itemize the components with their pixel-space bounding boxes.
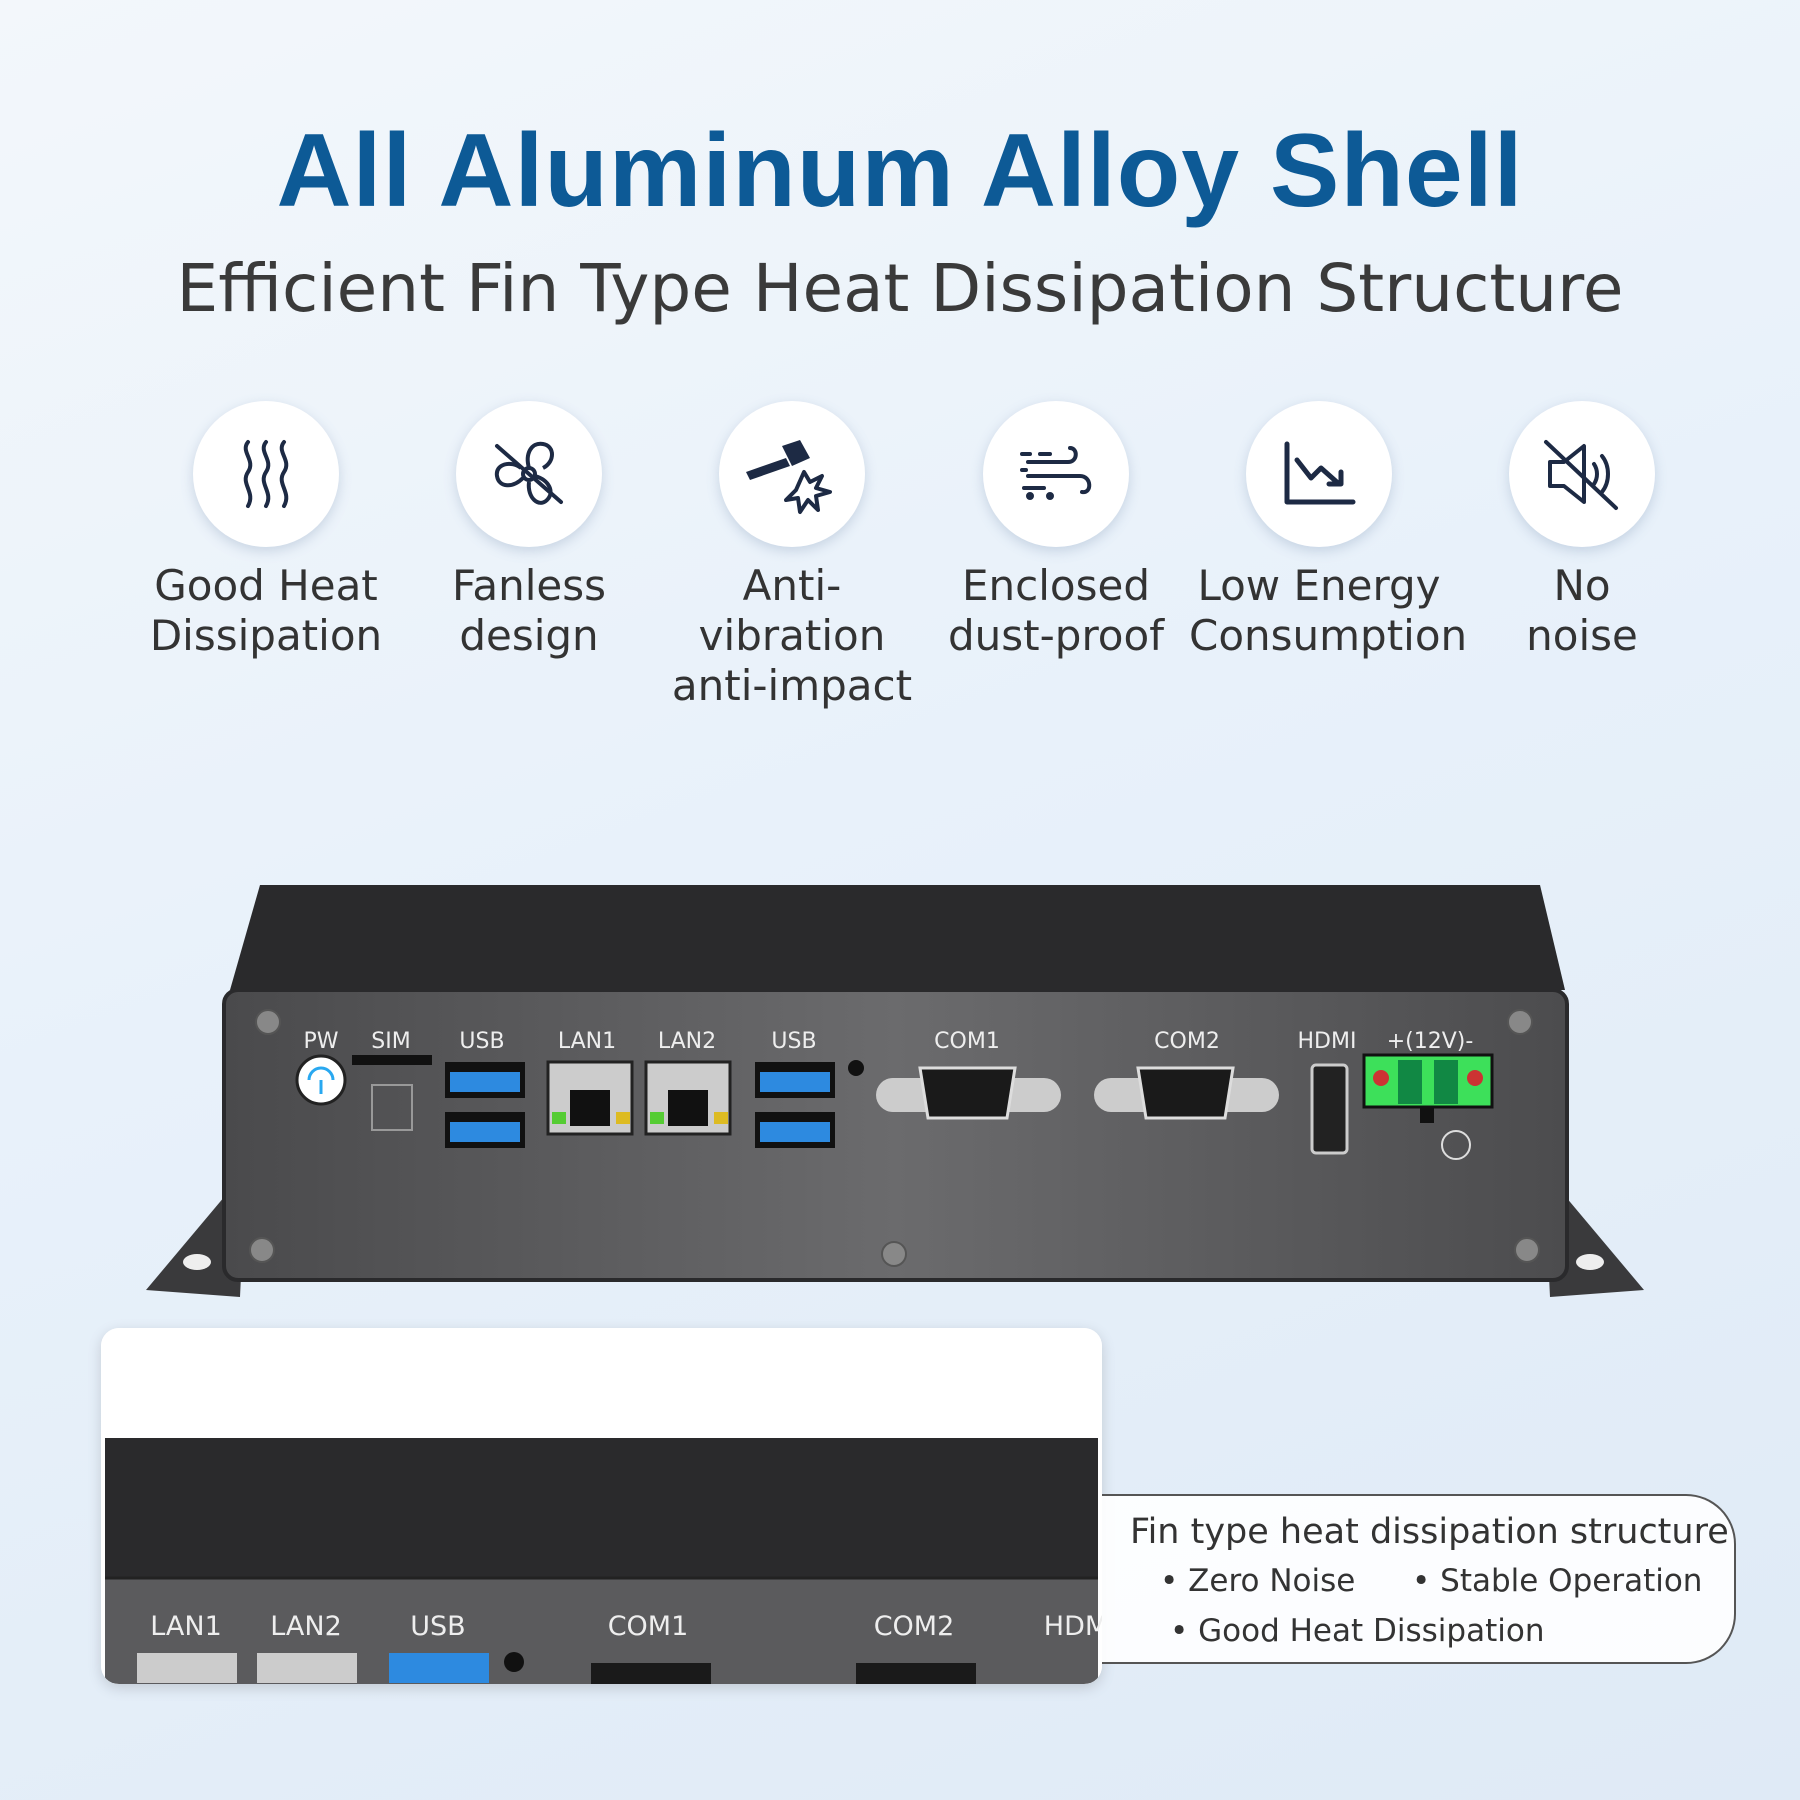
wind-dust-icon <box>1020 446 1092 500</box>
inset-label-lan1: LAN1 <box>150 1611 222 1642</box>
ground-icon <box>1441 1130 1471 1160</box>
port-label-usb: USB <box>459 1029 504 1054</box>
info-bullet: • Zero Noise <box>1160 1563 1356 1599</box>
port-label-hdmi: HDMI <box>1298 1029 1357 1054</box>
feature-label: Good Heat <box>154 561 378 610</box>
mini-pc-illustration: PW SIM USB LAN1 LAN2 USB COM1 COM2 HDMI … <box>146 885 1644 1297</box>
feature-label: No <box>1553 561 1611 610</box>
port-label-power: +(12V)- <box>1387 1029 1474 1054</box>
inset-label-com2: COM2 <box>874 1611 955 1642</box>
port-label-sim: SIM <box>371 1029 410 1054</box>
feature-label: Fanless <box>452 561 606 610</box>
feature-label: Consumption <box>1189 611 1468 660</box>
inset-label-usb: USB <box>410 1611 465 1642</box>
sim-slot <box>352 1055 432 1065</box>
feature-label: Enclosed <box>962 561 1150 610</box>
page-subtitle: Efficient Fin Type Heat Dissipation Stru… <box>176 250 1624 327</box>
feature-label: Anti-vibration <box>698 561 886 660</box>
port-label-usb: USB <box>771 1029 816 1054</box>
feature-label: Low Energy <box>1197 561 1441 610</box>
lan-ports <box>546 1060 732 1136</box>
sim-icon <box>371 1084 413 1131</box>
feature-label: Dissipation <box>149 611 383 660</box>
info-bullet: • Stable Operation <box>1412 1563 1703 1599</box>
chart-down-icon <box>1284 441 1356 505</box>
inset-label-com1: COM1 <box>608 1611 689 1642</box>
info-bullet: • Good Heat Dissipation <box>1170 1613 1545 1649</box>
info-callout: Fin type heat dissipation structure • Ze… <box>1102 1494 1736 1664</box>
inset-label-hdmi: HDM <box>1044 1611 1102 1642</box>
port-label-lan2: LAN2 <box>658 1029 716 1054</box>
mounting-flange-left <box>146 1190 245 1297</box>
fan-crossed-icon <box>494 441 563 505</box>
heatsink-body <box>230 885 1565 990</box>
mounting-flange-right <box>1545 1190 1644 1297</box>
power-terminal <box>1362 1053 1494 1123</box>
heat-waves-icon <box>243 440 289 508</box>
feature-label: dust-proof <box>948 611 1164 660</box>
port-label-pw: PW <box>303 1029 338 1054</box>
feature-label: anti-impact <box>671 661 913 710</box>
heatsink-closeup-photo: LAN1 LAN2 USB COM1 COM2 HDM (function(){… <box>101 1328 1102 1684</box>
usb-ports <box>445 1062 835 1148</box>
speaker-muted-icon <box>1544 440 1618 510</box>
hammer-impact-icon <box>746 440 832 514</box>
feature-label: design <box>459 611 599 660</box>
port-label-com1: COM1 <box>934 1029 1000 1054</box>
inset-label-lan2: LAN2 <box>270 1611 342 1642</box>
page-title: All Aluminum Alloy Shell <box>276 113 1524 229</box>
info-heading: Fin type heat dissipation structure <box>1130 1512 1729 1552</box>
port-label-com2: COM2 <box>1154 1029 1220 1054</box>
port-label-lan1: LAN1 <box>558 1029 616 1054</box>
front-panel <box>222 988 1569 1282</box>
power-button[interactable] <box>295 1054 347 1106</box>
hdmi-port <box>1310 1063 1349 1155</box>
com-ports <box>876 1066 1279 1120</box>
feature-label: noise <box>1526 611 1638 660</box>
